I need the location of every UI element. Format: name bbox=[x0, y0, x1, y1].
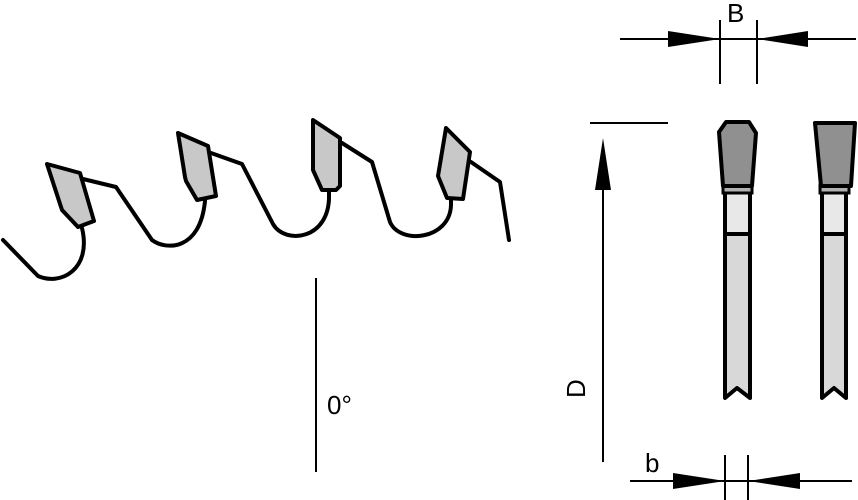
tooth-4 bbox=[436, 126, 472, 201]
tooth-front-view-trapezoid-flat bbox=[717, 120, 758, 400]
hook-angle-label: 0° bbox=[327, 390, 352, 420]
tooth-2 bbox=[176, 131, 218, 202]
kerf-label: B bbox=[727, 0, 744, 28]
arrow-right-icon bbox=[673, 473, 725, 489]
tooth-front-view-flat bbox=[813, 121, 857, 400]
kerf-dimension: B bbox=[620, 0, 856, 84]
arrow-left-icon bbox=[757, 31, 808, 47]
blade-body-upper bbox=[820, 190, 848, 236]
thickness-dimension: b bbox=[630, 448, 852, 500]
carbide-tip-flat bbox=[813, 121, 857, 188]
diameter-dimension: D bbox=[561, 122, 668, 462]
blade-profile-line bbox=[1, 141, 511, 281]
arrow-up-icon bbox=[595, 138, 611, 190]
tooth-3 bbox=[311, 118, 342, 192]
arrow-left-icon bbox=[748, 473, 800, 489]
blade-side-view bbox=[1, 118, 511, 281]
arrow-right-icon bbox=[668, 31, 720, 47]
carbide-tip-chamfered bbox=[717, 120, 758, 188]
tooth-1 bbox=[45, 162, 96, 229]
diameter-label: D bbox=[561, 379, 591, 398]
thickness-label: b bbox=[645, 448, 659, 478]
blade-body-upper bbox=[723, 190, 752, 236]
